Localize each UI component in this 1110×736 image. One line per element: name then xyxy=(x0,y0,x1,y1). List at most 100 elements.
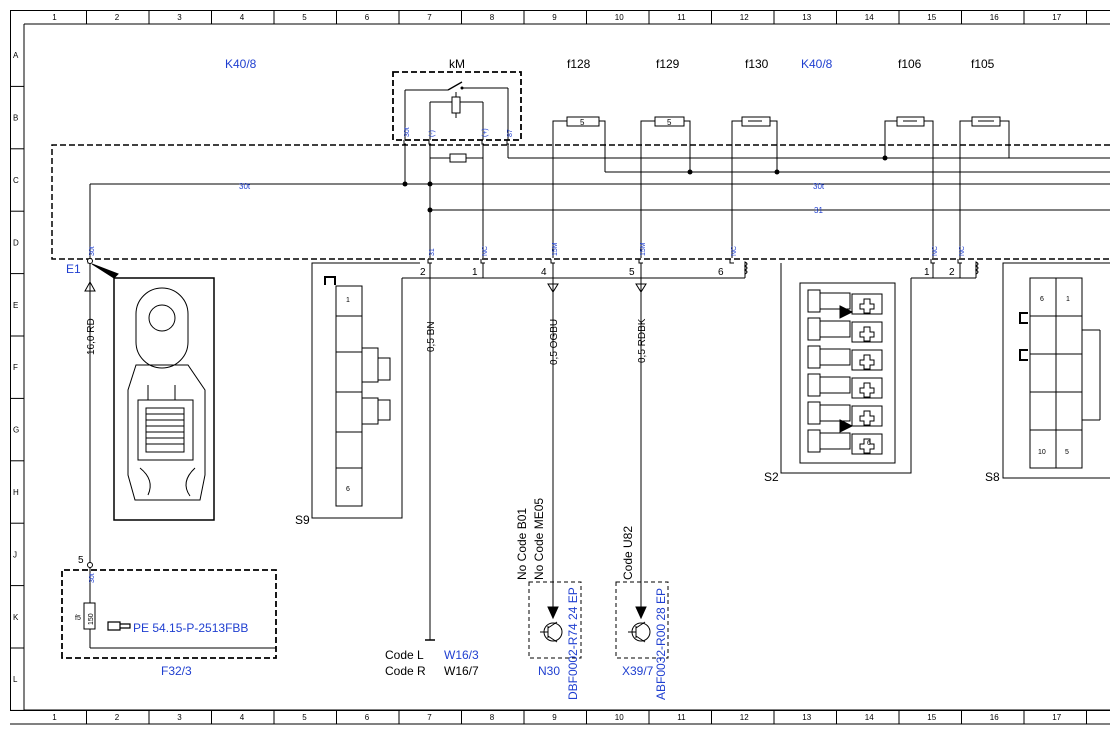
s8-pin-5: 5 xyxy=(1065,449,1069,456)
column-number: 10 xyxy=(615,13,624,22)
conn-pin-31: 31 xyxy=(429,248,436,256)
s8-switch xyxy=(1002,262,1110,479)
relay-pin-87: 87 xyxy=(507,129,514,137)
connector-harness xyxy=(402,261,979,641)
s2-contact-row xyxy=(807,429,883,455)
column-number: 3 xyxy=(177,713,182,722)
wire-16-rd: 16,0 RD xyxy=(86,318,97,355)
f32-3-fuse-box xyxy=(61,562,277,659)
internal-wires xyxy=(89,144,1110,258)
code-u82: Code U82 xyxy=(621,526,635,580)
pin-4: 4 xyxy=(541,267,547,278)
k40-8-label-left: K40/8 xyxy=(225,57,257,71)
column-number: 8 xyxy=(490,13,495,22)
conn-pin-nc-3: NC xyxy=(932,246,939,256)
row-letter: K xyxy=(13,613,19,622)
n30-sensor xyxy=(528,581,582,659)
relay-km: 30t (-) (+) 87 xyxy=(392,71,522,141)
n30-label: N30 xyxy=(538,664,560,678)
column-number: 13 xyxy=(802,713,811,722)
row-letter: J xyxy=(13,550,17,559)
wire-0-5-bn: 0,5 BN xyxy=(426,321,437,352)
k40-8-enclosure xyxy=(51,144,1110,260)
fuse-f5-label: f5 xyxy=(75,615,81,622)
wire-0-5-ogbu: 0,5 OGBU xyxy=(549,319,560,365)
column-ticks: 1122334455667788991010111112121313141415… xyxy=(52,10,1087,724)
s9-pin-1: 1 xyxy=(346,297,350,304)
f128-label: f128 xyxy=(567,57,591,71)
e1-battery-terminal xyxy=(84,258,215,565)
column-number: 16 xyxy=(990,13,999,22)
e1-pin-30t: 30t xyxy=(89,246,96,256)
column-number: 7 xyxy=(427,13,432,22)
column-number: 13 xyxy=(802,13,811,22)
column-number: 4 xyxy=(240,713,245,722)
s2-contact-row xyxy=(807,289,883,315)
column-number: 1 xyxy=(52,13,57,22)
f129-label: f129 xyxy=(656,57,680,71)
row-letter: B xyxy=(13,114,18,123)
relay-connections xyxy=(403,140,1110,258)
w16-3-label: W16/3 xyxy=(444,648,479,662)
column-number: 4 xyxy=(240,13,245,22)
column-number: 9 xyxy=(552,13,557,22)
row-letter: G xyxy=(13,426,19,435)
column-number: 2 xyxy=(115,713,120,722)
column-number: 11 xyxy=(677,713,686,722)
e1-label: E1 xyxy=(66,262,81,276)
column-number: 11 xyxy=(677,13,686,22)
s8-label: S8 xyxy=(985,470,1000,484)
row-letter: E xyxy=(13,301,18,310)
s2-pin-6: 6 xyxy=(867,440,871,447)
conn-pin-nc-4: NC xyxy=(959,246,966,256)
f130-label: f130 xyxy=(745,57,769,71)
s2-pin-1: 1 xyxy=(924,267,930,278)
column-number: 15 xyxy=(927,713,936,722)
f106-label: f106 xyxy=(898,57,922,71)
wire-0-5-rdbk: 0,5 RDBK xyxy=(637,318,648,363)
f128-value: 5 xyxy=(580,118,585,127)
column-number: 17 xyxy=(1052,13,1061,22)
column-number: 17 xyxy=(1052,713,1061,722)
x39-7-label: X39/7 xyxy=(622,664,654,678)
f32-pin-30t: 30t xyxy=(89,573,96,583)
wire-label-30t-left: 30t xyxy=(239,182,251,191)
s2-pin-2: 2 xyxy=(949,267,955,278)
relay-pin-30t: 30t xyxy=(404,127,411,137)
column-number: 3 xyxy=(177,13,182,22)
conn-pin-nc-2: NC xyxy=(731,246,738,256)
column-number: 6 xyxy=(365,13,370,22)
code-l: Code L xyxy=(385,648,424,662)
no-code-me05: No Code ME05 xyxy=(532,498,546,580)
column-number: 8 xyxy=(490,713,495,722)
relay-pin-plus: (+) xyxy=(482,128,489,137)
column-number: 16 xyxy=(990,713,999,722)
conn-pin-15m-b: 15M xyxy=(640,242,647,256)
row-letter: F xyxy=(13,363,18,372)
w16-7-label: W16/7 xyxy=(444,664,479,678)
pin-6: 6 xyxy=(718,267,724,278)
pin-5: 5 xyxy=(629,267,635,278)
column-number: 12 xyxy=(740,13,749,22)
e1-pin-5: 5 xyxy=(78,555,84,566)
abf-reference: ABF0032-R00 28 EP xyxy=(654,588,668,700)
column-number: 5 xyxy=(302,713,307,722)
s2-contact-row xyxy=(807,345,883,371)
s9-label: S9 xyxy=(295,513,310,527)
column-number: 12 xyxy=(740,713,749,722)
dbf-reference: DBF0002-R74 24 EP xyxy=(566,587,580,700)
row-letter: A xyxy=(13,51,19,60)
column-number: 1 xyxy=(52,713,57,722)
relay-label: kM xyxy=(449,57,465,71)
column-number: 14 xyxy=(865,713,874,722)
s2-contact-row xyxy=(807,373,883,399)
row-letter: H xyxy=(13,488,19,497)
column-number: 5 xyxy=(302,13,307,22)
f105-label: f105 xyxy=(971,57,995,71)
wire-label-30t-right: 30t xyxy=(813,182,825,191)
relay-pin-minus: (-) xyxy=(429,130,436,137)
connector-pins xyxy=(87,259,962,264)
row-letter: L xyxy=(13,675,18,684)
f129-value: 5 xyxy=(667,118,672,127)
